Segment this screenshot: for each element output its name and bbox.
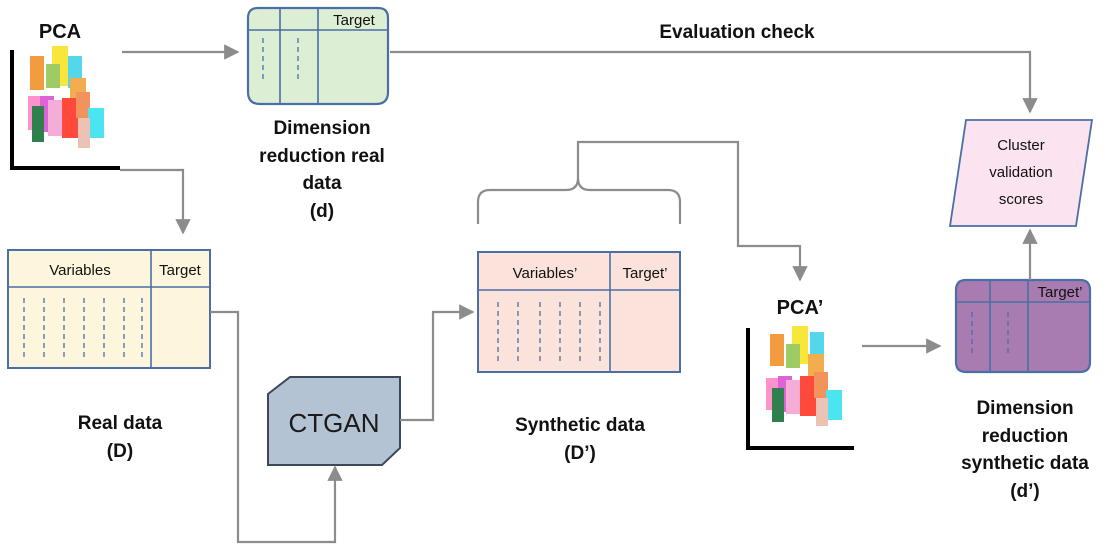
evaluation-check-arrow (390, 50, 1038, 114)
dim-synth-table: Target’ (954, 278, 1092, 374)
pca-prime-scatter-plot (746, 326, 854, 450)
dim-real-label-line-4: (d) (309, 200, 335, 222)
cluster-label-line-2: validation (989, 164, 1052, 181)
dim-real-label: Dimension reduction real data (d) (232, 115, 412, 225)
dim-real-label-line-2: reduction real (259, 145, 385, 167)
pca-prime-color-blocks (766, 326, 842, 426)
dim-real-target-header: Target (333, 12, 376, 29)
real-data-label-line-2: (D) (106, 440, 134, 462)
realdata-to-ctgan-arrow (210, 310, 343, 544)
pca-color-blocks (28, 46, 104, 148)
pca-prime-title-text: PCA’ (776, 297, 824, 319)
ctgan-to-synthetic-arrow (400, 304, 475, 422)
brace-to-pca-prime-arrow (576, 140, 808, 282)
cluster-validation-box: Cluster validation scores (948, 119, 1094, 227)
dim-synth-label-line-1: Dimension (976, 398, 1074, 419)
ctgan-box: CTGAN (267, 376, 401, 466)
real-data-label: Real data (D) (40, 410, 200, 465)
cluster-label-line-3: scores (999, 191, 1043, 208)
dim-synth-label: Dimension reduction synthetic data (d’) (930, 395, 1118, 505)
dim-real-table: Target (246, 6, 390, 106)
real-target-header: Target (159, 262, 202, 279)
evaluation-check-label: Evaluation check (659, 22, 815, 43)
pca-to-realdata-arrow (120, 168, 191, 235)
synthetic-data-table: Variables’ Target’ (477, 251, 681, 373)
synthetic-variables-header: Variables’ (513, 265, 578, 282)
synthetic-data-label-line-2: (D’) (564, 442, 596, 464)
dim-real-label-line-1: Dimension (273, 118, 371, 139)
synthetic-data-label-line-1: Synthetic data (515, 415, 645, 436)
dim-synth-label-line-2: reduction (981, 425, 1069, 447)
synthetic-brace (476, 177, 682, 224)
pca-scatter-plot (10, 46, 120, 170)
real-variables-header: Variables (49, 262, 110, 279)
ctgan-label: CTGAN (289, 408, 380, 438)
synthetic-data-label: Synthetic data (D’) (490, 412, 670, 467)
real-data-table: Variables Target (7, 249, 211, 369)
dim-synth-target-header: Target’ (1037, 284, 1082, 301)
pca-title-text: PCA (38, 21, 82, 43)
pca-title: PCA (20, 18, 100, 47)
dim-synth-label-line-4: (d’) (1010, 480, 1040, 502)
pca-prime-title: PCA’ (760, 294, 840, 323)
synthetic-target-header: Target’ (622, 265, 667, 282)
dim-real-label-line-3: data (302, 173, 342, 195)
cluster-label-line-1: Cluster (997, 137, 1045, 154)
real-data-label-line-1: Real data (77, 413, 163, 434)
dim-synth-label-line-3: synthetic data (961, 453, 1089, 475)
